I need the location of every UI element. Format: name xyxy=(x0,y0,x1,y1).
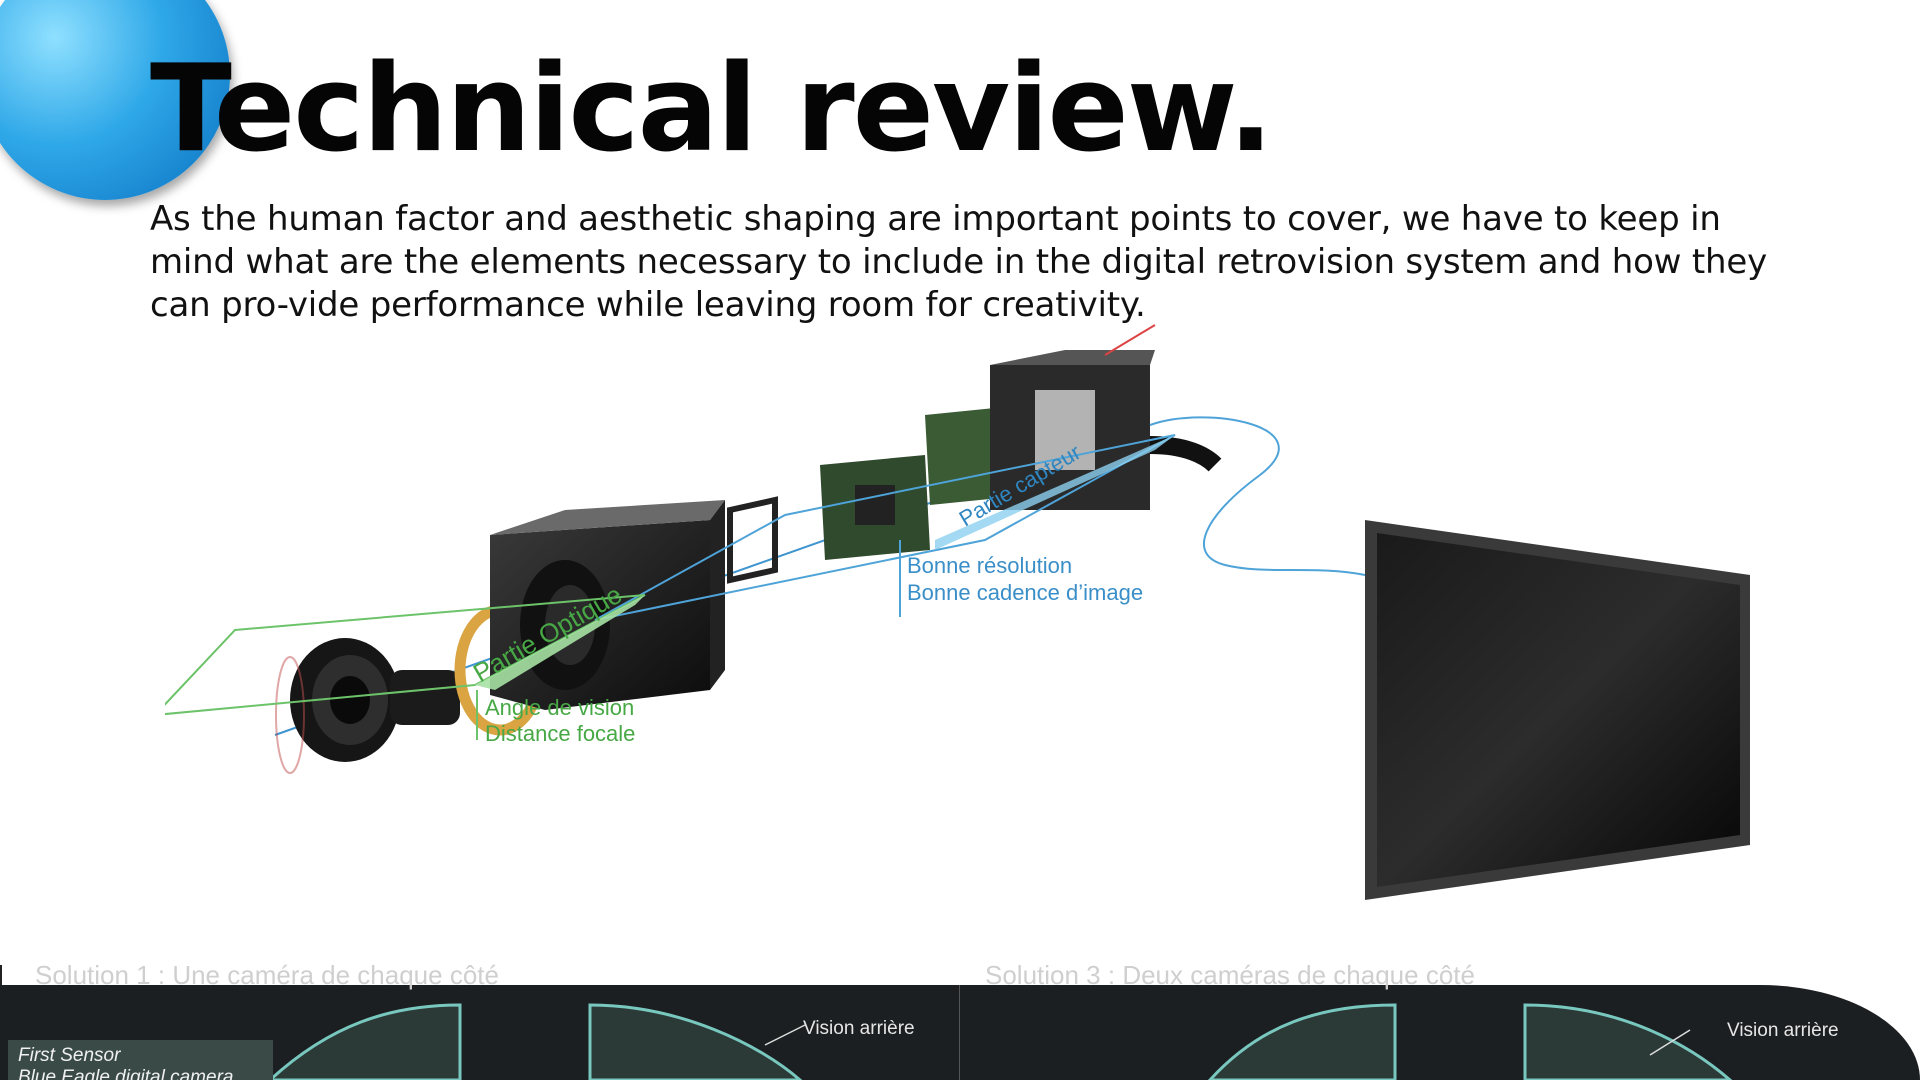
strip-divider xyxy=(959,985,960,1080)
display-monitor-shape xyxy=(1365,520,1750,900)
filter-frame-shape xyxy=(727,496,778,584)
sensor-item-framerate: Bonne cadence d’image xyxy=(907,580,1143,605)
lens-shape xyxy=(275,638,460,774)
slide-title: Technical review. xyxy=(150,40,1274,179)
optics-item-angle: Angle de vision xyxy=(485,695,634,720)
camera-system-diagram: Partie capteur Bonne résolution Bonne ca… xyxy=(152,295,1765,905)
corner-mark xyxy=(0,965,2,985)
left-vision-label: Vision arrière xyxy=(803,1018,915,1039)
sensor-board-shape xyxy=(820,455,930,560)
solution-preview-strip xyxy=(0,985,1920,1080)
optics-item-focal: Distance focale xyxy=(485,721,635,746)
sensor-info-line-1: First Sensor xyxy=(18,1045,121,1066)
sensor-item-resolution: Bonne résolution xyxy=(907,553,1072,578)
right-vision-label: Vision arrière xyxy=(1727,1020,1839,1041)
sensor-info-line-2: Blue Eagle digital camera xyxy=(18,1067,234,1080)
slide-intro-text: As the human factor and aesthetic shapin… xyxy=(150,199,1768,325)
solution-1-title: Solution 1 : Une caméra de chaque côté xyxy=(35,960,499,990)
sensor-info-box: First Sensor Blue Eagle digital camera xyxy=(8,1040,273,1080)
solution-3-title: Solution 3 : Deux caméras de chaque côté xyxy=(985,960,1475,990)
